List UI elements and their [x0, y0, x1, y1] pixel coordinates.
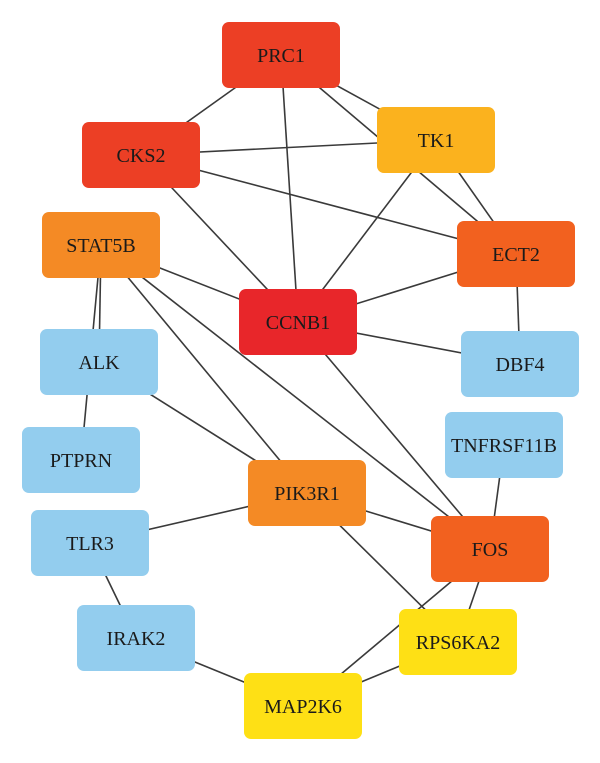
node-box-prc1 — [222, 22, 340, 88]
node-label-ccnb1: CCNB1 — [266, 312, 330, 334]
node-label-ptprn: PTPRN — [50, 450, 112, 472]
node-label-dbf4: DBF4 — [496, 354, 545, 376]
node-ect2: ECT2 — [457, 221, 575, 287]
node-prc1: PRC1 — [222, 22, 340, 88]
node-pik3r1: PIK3R1 — [248, 460, 366, 526]
node-ccnb1: CCNB1 — [239, 289, 357, 355]
node-box-tnfrsf11b — [445, 412, 563, 478]
node-box-irak2 — [77, 605, 195, 671]
edge-stat5b-fos — [100, 244, 491, 550]
node-label-stat5b: STAT5B — [66, 235, 136, 257]
node-box-map2k6 — [244, 673, 362, 739]
node-irak2: IRAK2 — [77, 605, 195, 671]
node-box-pik3r1 — [248, 460, 366, 526]
node-label-prc1: PRC1 — [257, 45, 305, 67]
node-label-alk: ALK — [78, 352, 120, 374]
node-rps6ka2: RPS6KA2 — [399, 609, 517, 675]
edge-ccnb1-fos — [297, 321, 491, 550]
node-label-ect2: ECT2 — [492, 244, 540, 266]
node-box-ptprn — [22, 427, 140, 493]
node-ptprn: PTPRN — [22, 427, 140, 493]
node-box-fos — [431, 516, 549, 582]
node-label-rps6ka2: RPS6KA2 — [416, 632, 500, 654]
node-map2k6: MAP2K6 — [244, 673, 362, 739]
node-label-fos: FOS — [472, 539, 509, 561]
node-dbf4: DBF4 — [461, 331, 579, 397]
node-label-tlr3: TLR3 — [66, 533, 114, 555]
node-label-map2k6: MAP2K6 — [264, 696, 342, 718]
node-label-tnfrsf11b: TNFRSF11B — [451, 435, 557, 457]
node-box-alk — [40, 329, 158, 395]
node-box-rps6ka2 — [399, 609, 517, 675]
node-fos: FOS — [431, 516, 549, 582]
node-label-pik3r1: PIK3R1 — [274, 483, 340, 505]
node-cks2: CKS2 — [82, 122, 200, 188]
node-box-tlr3 — [31, 510, 149, 576]
node-tk1: TK1 — [377, 107, 495, 173]
node-box-ect2 — [457, 221, 575, 287]
node-label-tk1: TK1 — [418, 130, 455, 152]
node-box-stat5b — [42, 212, 160, 278]
node-box-dbf4 — [461, 331, 579, 397]
edge-cks2-ect2 — [140, 154, 517, 255]
edge-prc1-ccnb1 — [280, 54, 299, 323]
node-box-cks2 — [82, 122, 200, 188]
node-label-irak2: IRAK2 — [107, 628, 166, 650]
edge-stat5b-pik3r1 — [100, 244, 308, 494]
node-tnfrsf11b: TNFRSF11B — [445, 412, 563, 478]
node-alk: ALK — [40, 329, 158, 395]
node-box-ccnb1 — [239, 289, 357, 355]
node-label-cks2: CKS2 — [117, 145, 166, 167]
node-box-tk1 — [377, 107, 495, 173]
node-tlr3: TLR3 — [31, 510, 149, 576]
node-stat5b: STAT5B — [42, 212, 160, 278]
